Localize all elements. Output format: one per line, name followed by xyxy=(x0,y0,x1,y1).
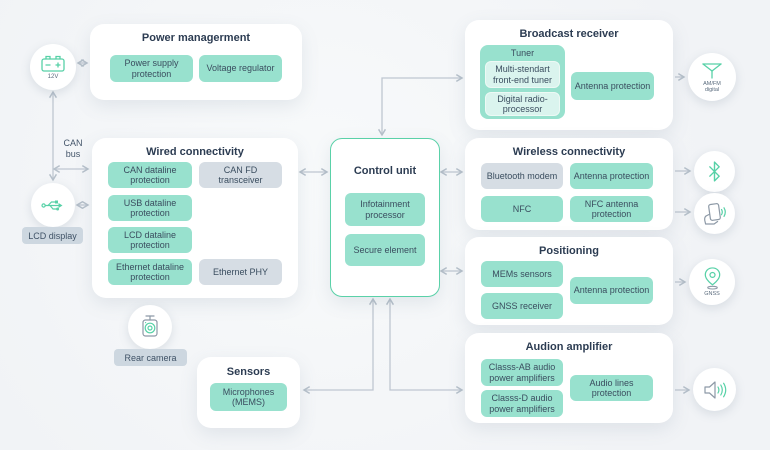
wireless-antenna-protection-block: Antenna protection xyxy=(570,163,653,189)
gnss-pin-icon xyxy=(701,266,724,290)
bluetooth-icon xyxy=(707,161,722,182)
speaker-icon xyxy=(702,379,728,401)
nfc-antenna-protection-block: NFC antenna protection xyxy=(570,196,653,222)
nfc-phone-circle xyxy=(694,193,735,234)
rear-camera-circle xyxy=(128,305,172,349)
gnss-label: GNSS xyxy=(704,291,720,298)
can-bus-label: CAN bus xyxy=(63,138,83,160)
broadcast-receiver-card: Broadcast receiver Tuner Multi-stendart … xyxy=(465,20,673,130)
gnss-circle: GNSS xyxy=(689,259,735,305)
gnss-receiver-block: GNSS receiver xyxy=(481,293,563,319)
digital-radio-processor-block: Digital radio-processor xyxy=(485,92,560,116)
speaker-circle xyxy=(693,368,736,411)
positioning-title: Positioning xyxy=(539,245,599,257)
battery-voltage-label: 12V xyxy=(47,73,59,80)
class-d-audio-power-amplifiers-block: Classs-D audio power amplifiers xyxy=(481,390,563,417)
battery-icon xyxy=(40,54,66,73)
positioning-antenna-protection-block: Antenna protection xyxy=(570,277,653,304)
broadcast-receiver-title: Broadcast receiver xyxy=(519,28,619,40)
usb-icon xyxy=(41,197,65,214)
secure-element-block: Secure element xyxy=(345,234,425,266)
power-supply-protection-block: Power supply protection xyxy=(110,55,193,82)
power-management-title: Power managerment xyxy=(141,32,251,44)
battery-circle: 12V xyxy=(30,44,76,90)
amfm-label: AM/FM digital xyxy=(703,80,721,93)
control-unit-title: Control unit xyxy=(353,165,417,177)
sensors-card: Sensors Microphones (MEMS) xyxy=(197,357,300,428)
audio-amplifier-card: Audion amplifier Classs-AB audio power a… xyxy=(465,333,673,423)
rear-camera-pill: Rear camera xyxy=(114,349,187,366)
control-unit-card: Control unit Infotainment processor Secu… xyxy=(330,138,440,297)
link-control-broadcast xyxy=(377,73,464,137)
ethernet-dataline-protection-block: Ethernet dataline protection xyxy=(108,259,192,285)
link-control-sensors xyxy=(302,297,378,395)
infotainment-processor-block: Infotainment processor xyxy=(345,193,425,226)
tuner-label: Tuner xyxy=(510,48,535,58)
lcd-display-pill: LCD display xyxy=(22,227,83,244)
rear-camera-icon xyxy=(137,314,163,341)
audio-amplifier-title: Audion amplifier xyxy=(525,341,613,353)
can-dataline-protection-block: CAN dataline protection xyxy=(108,162,192,188)
audio-lines-protection-block: Audio lines protection xyxy=(570,375,653,401)
wired-connectivity-card: Wired connectivity CAN dataline protecti… xyxy=(92,138,298,298)
voltage-regulator-block: Voltage regulator xyxy=(199,55,282,82)
tuner-group: Tuner Multi-stendart front-end tuner Dig… xyxy=(480,45,565,119)
amfm-antenna-icon xyxy=(700,61,724,80)
amfm-antenna-circle: AM/FM digital xyxy=(688,53,736,101)
power-management-card: Power managerment Power supply protectio… xyxy=(90,24,302,100)
lcd-dataline-protection-block: LCD dataline protection xyxy=(108,227,192,253)
wireless-connectivity-card: Wireless connectivity Bluetooth modem An… xyxy=(465,138,673,230)
usb-dataline-protection-block: USB dataline protection xyxy=(108,195,192,221)
microphones-mems-block: Microphones (MEMS) xyxy=(210,383,287,411)
wireless-connectivity-title: Wireless connectivity xyxy=(512,146,626,158)
class-ab-audio-power-amplifiers-block: Classs-AB audio power amplifiers xyxy=(481,359,563,386)
bluetooth-modem-block: Bluetooth modem xyxy=(481,163,563,189)
wired-connectivity-title: Wired connectivity xyxy=(146,146,244,158)
nfc-phone-icon xyxy=(701,201,729,227)
link-control-audio xyxy=(385,297,464,395)
ethernet-phy-block: Ethernet PHY xyxy=(199,259,282,285)
nfc-block: NFC xyxy=(481,196,563,222)
positioning-card: Positioning MEMs sensors GNSS receiver A… xyxy=(465,237,673,325)
sensors-title: Sensors xyxy=(226,366,271,378)
can-fd-transceiver-block: CAN FD transceiver xyxy=(199,162,282,188)
multi-standard-front-end-tuner-block: Multi-stendart front-end tuner xyxy=(485,61,560,88)
broadcast-antenna-protection-block: Antenna protection xyxy=(571,72,654,100)
bluetooth-circle xyxy=(694,151,735,192)
usb-circle xyxy=(31,183,75,227)
mems-sensors-block: MEMs sensors xyxy=(481,261,563,287)
